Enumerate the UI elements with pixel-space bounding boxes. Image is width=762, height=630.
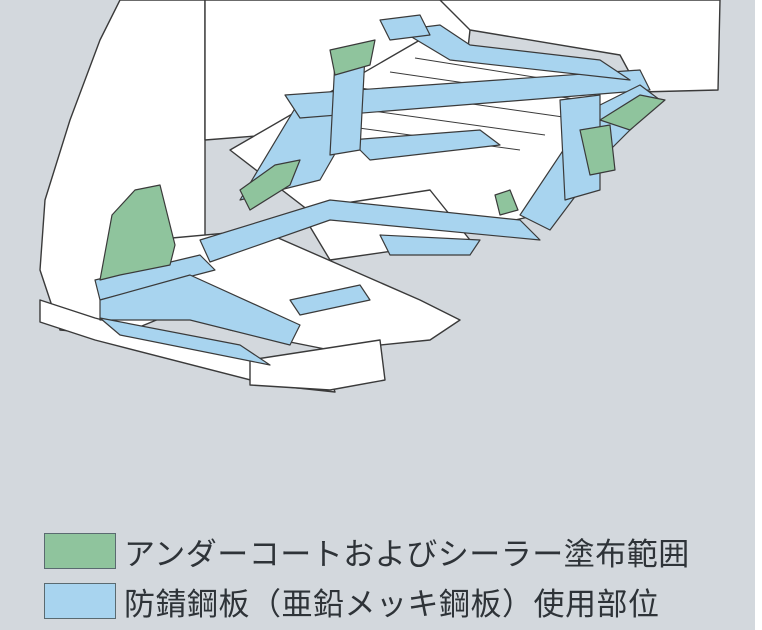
legend-label-undercoat: アンダーコートおよびシーラー塗布範囲 <box>124 536 690 573</box>
undercoat-wheel-arch-front <box>99 184 176 281</box>
undercoat-rear-left <box>329 39 376 76</box>
galvanized-member-bumper <box>99 317 271 366</box>
undercoat-rear-right <box>579 124 616 176</box>
galvanized-member-left-rail <box>99 274 301 346</box>
galvanized-member-cross-1 <box>284 69 651 119</box>
legend-swatch-galvanized <box>44 583 116 619</box>
galvanized-member-center <box>349 129 501 161</box>
galvanized-member-front-rail <box>199 199 541 263</box>
galvanized-member-center-lower <box>289 284 371 316</box>
legend-item-undercoat: アンダーコートおよびシーラー塗布範囲 <box>44 527 690 575</box>
undercoat-rear-arch <box>599 94 666 131</box>
undercoat-wheel-arch-center <box>239 159 301 211</box>
galvanized-member-small-top <box>379 14 431 41</box>
legend: アンダーコートおよびシーラー塗布範囲 防錆鋼板（亜鉛メッキ鋼板）使用部位 <box>44 527 690 625</box>
galvanized-member-rear-top <box>399 24 631 81</box>
legend-swatch-undercoat <box>44 533 116 569</box>
undercoat-side-strip <box>494 189 519 216</box>
galvanized-member-lower <box>379 234 481 256</box>
lower-body <box>249 339 386 391</box>
legend-label-galvanized: 防錆鋼板（亜鉛メッキ鋼板）使用部位 <box>124 586 660 623</box>
vehicle-body-illustration <box>39 0 721 393</box>
legend-item-galvanized: 防錆鋼板（亜鉛メッキ鋼板）使用部位 <box>44 577 690 625</box>
